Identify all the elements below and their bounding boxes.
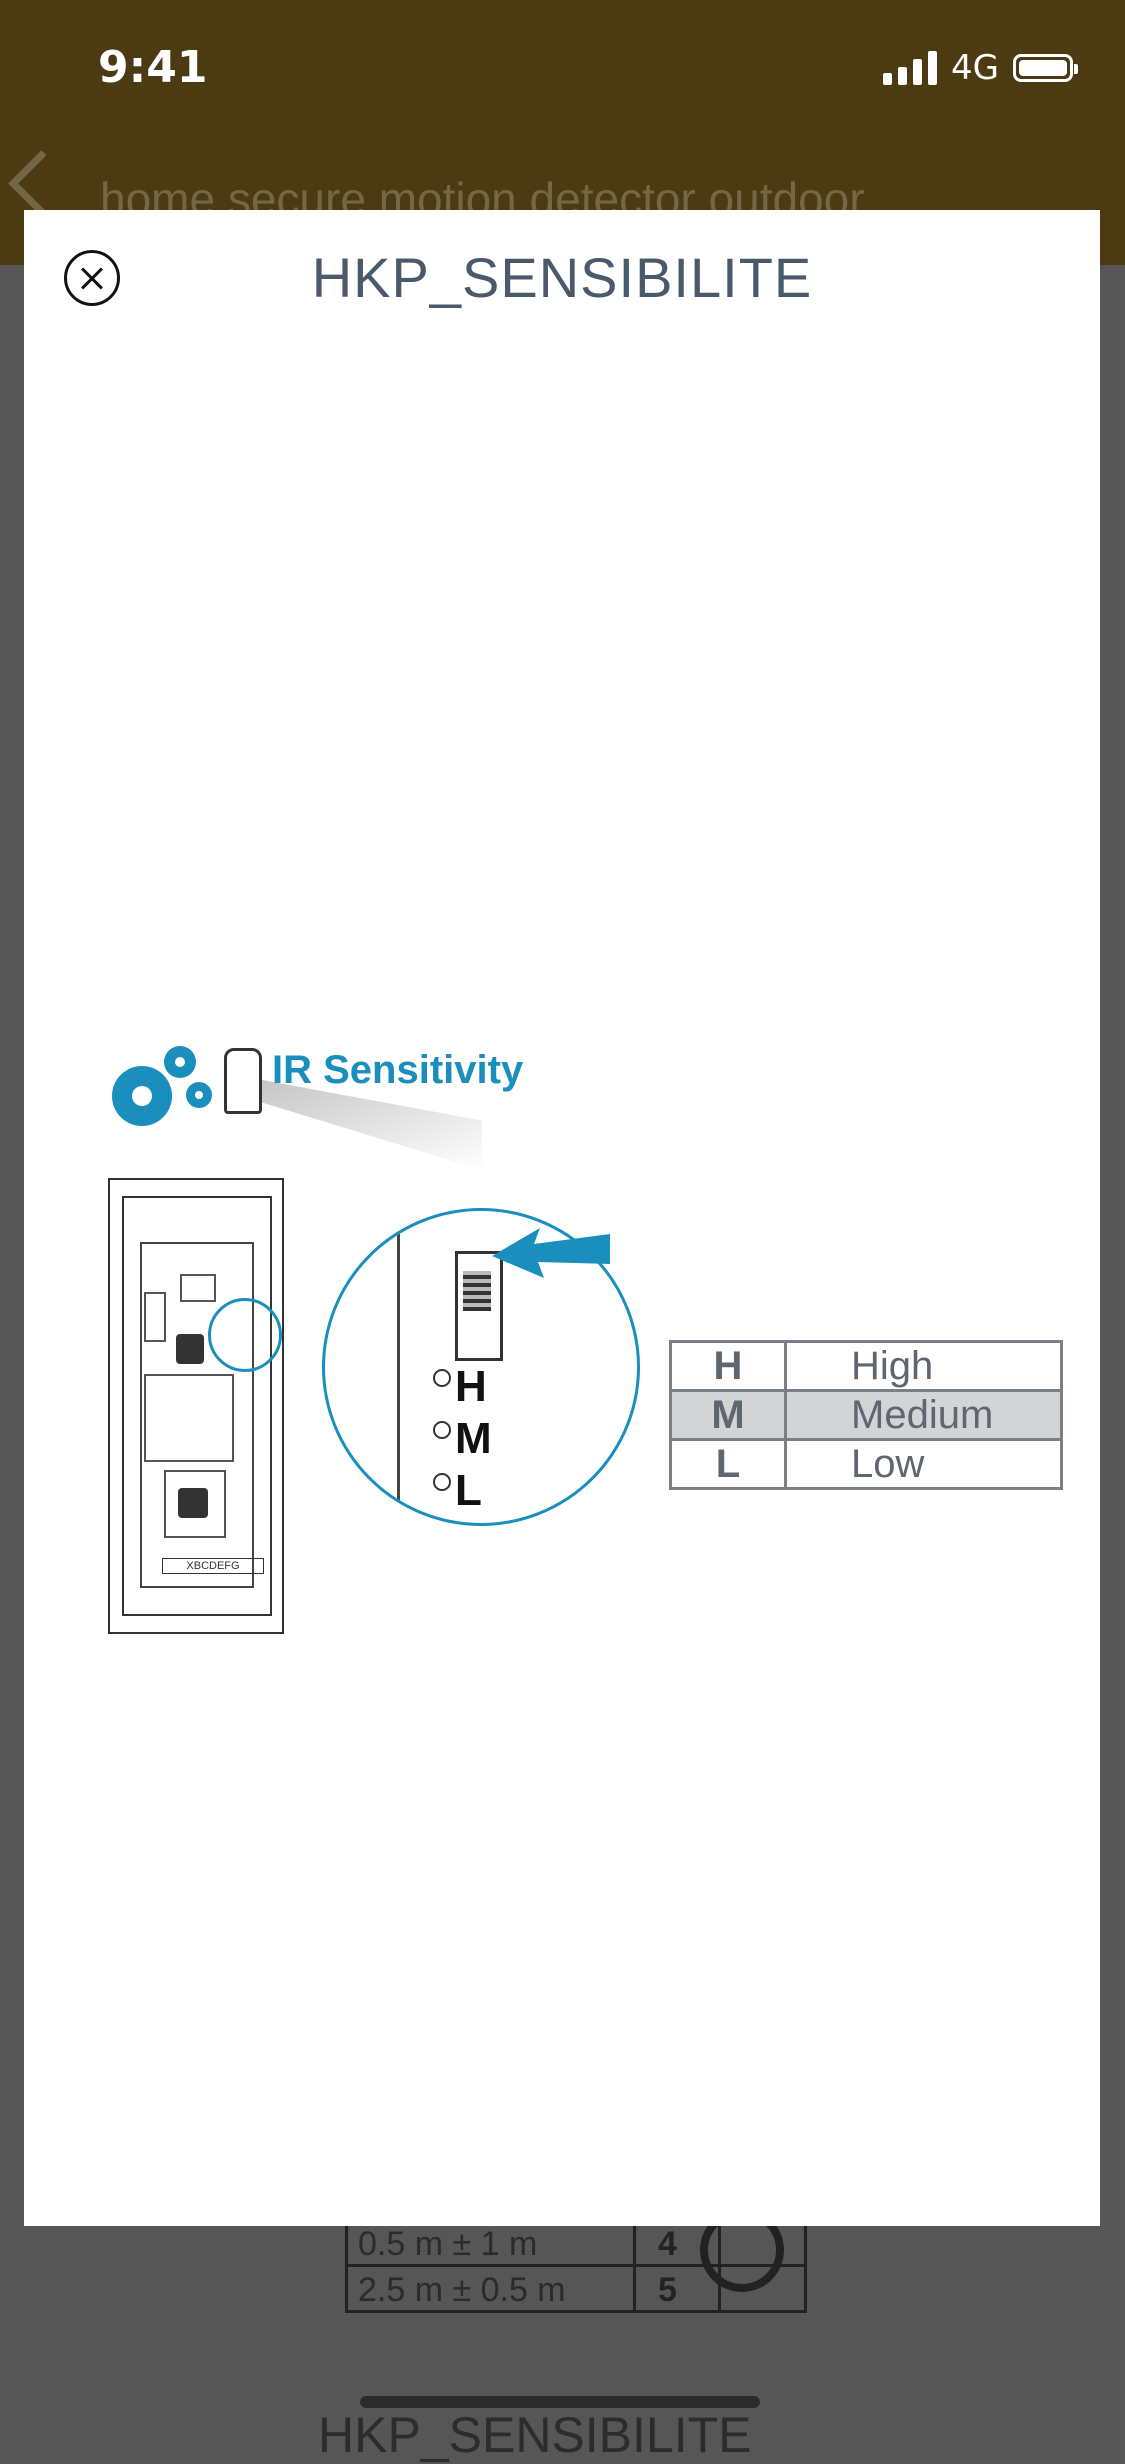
home-indicator bbox=[360, 2396, 760, 2408]
gear-icon bbox=[164, 1046, 196, 1078]
sensitivity-switch bbox=[463, 1271, 491, 1311]
table-row: H High bbox=[669, 1340, 1063, 1392]
close-icon[interactable] bbox=[64, 250, 120, 306]
table-row: M Medium bbox=[669, 1389, 1063, 1441]
sensitivity-table: H High M Medium L Low bbox=[669, 1340, 1063, 1490]
level-value: Medium bbox=[784, 1389, 1063, 1441]
level-key: H bbox=[669, 1340, 787, 1392]
level-key: M bbox=[669, 1389, 787, 1441]
background-table: 0.5 m ± 1 m 4 2.5 m ± 0.5 m 5 bbox=[345, 2218, 807, 2313]
battery-icon bbox=[1013, 54, 1078, 82]
detection-rays bbox=[262, 1080, 482, 1170]
zoom-indicator-circle bbox=[208, 1298, 282, 1372]
switch-label-l: L bbox=[455, 1466, 482, 1515]
switch-label-h: H bbox=[455, 1362, 487, 1411]
switch-label-m: M bbox=[455, 1414, 492, 1463]
modal-title: HKP_SENSIBILITE bbox=[311, 246, 813, 309]
signal-icon bbox=[883, 51, 938, 85]
range-cell: 2.5 m ± 0.5 m bbox=[358, 2271, 566, 2309]
illustration-heading: IR Sensitivity bbox=[272, 1048, 524, 1092]
ir-sensitivity-illustration: IR Sensitivity XBCDEFG bbox=[84, 1030, 1084, 1650]
level-value: High bbox=[784, 1340, 1063, 1392]
terminal-label: XBCDEFG bbox=[162, 1558, 264, 1574]
table-row: 2.5 m ± 0.5 m 5 bbox=[348, 2264, 804, 2313]
motion-sensor-icon bbox=[224, 1048, 262, 1114]
status-icons: 4G bbox=[883, 48, 1078, 88]
arrow-icon bbox=[492, 1228, 610, 1278]
gear-icon bbox=[186, 1082, 212, 1108]
background-section-title: HKP_SENSIBILITE bbox=[318, 2407, 752, 2463]
level-key: L bbox=[669, 1438, 787, 1490]
level-value: Low bbox=[784, 1438, 1063, 1490]
status-time: 9:41 bbox=[98, 42, 208, 93]
level-cell: 4 bbox=[658, 2225, 677, 2263]
range-cell: 0.5 m ± 1 m bbox=[358, 2225, 538, 2263]
switch-labels: H M L bbox=[455, 1361, 492, 1517]
gear-icon bbox=[112, 1066, 172, 1126]
back-chevron-icon[interactable] bbox=[8, 150, 75, 217]
detector-device-drawing: XBCDEFG bbox=[108, 1178, 284, 1634]
network-type: 4G bbox=[951, 48, 999, 88]
table-row: L Low bbox=[669, 1438, 1063, 1490]
level-cell: 5 bbox=[658, 2271, 677, 2309]
sensitivity-modal: HKP_SENSIBILITE IR Sensitivity XBCDEFG bbox=[24, 210, 1100, 2226]
